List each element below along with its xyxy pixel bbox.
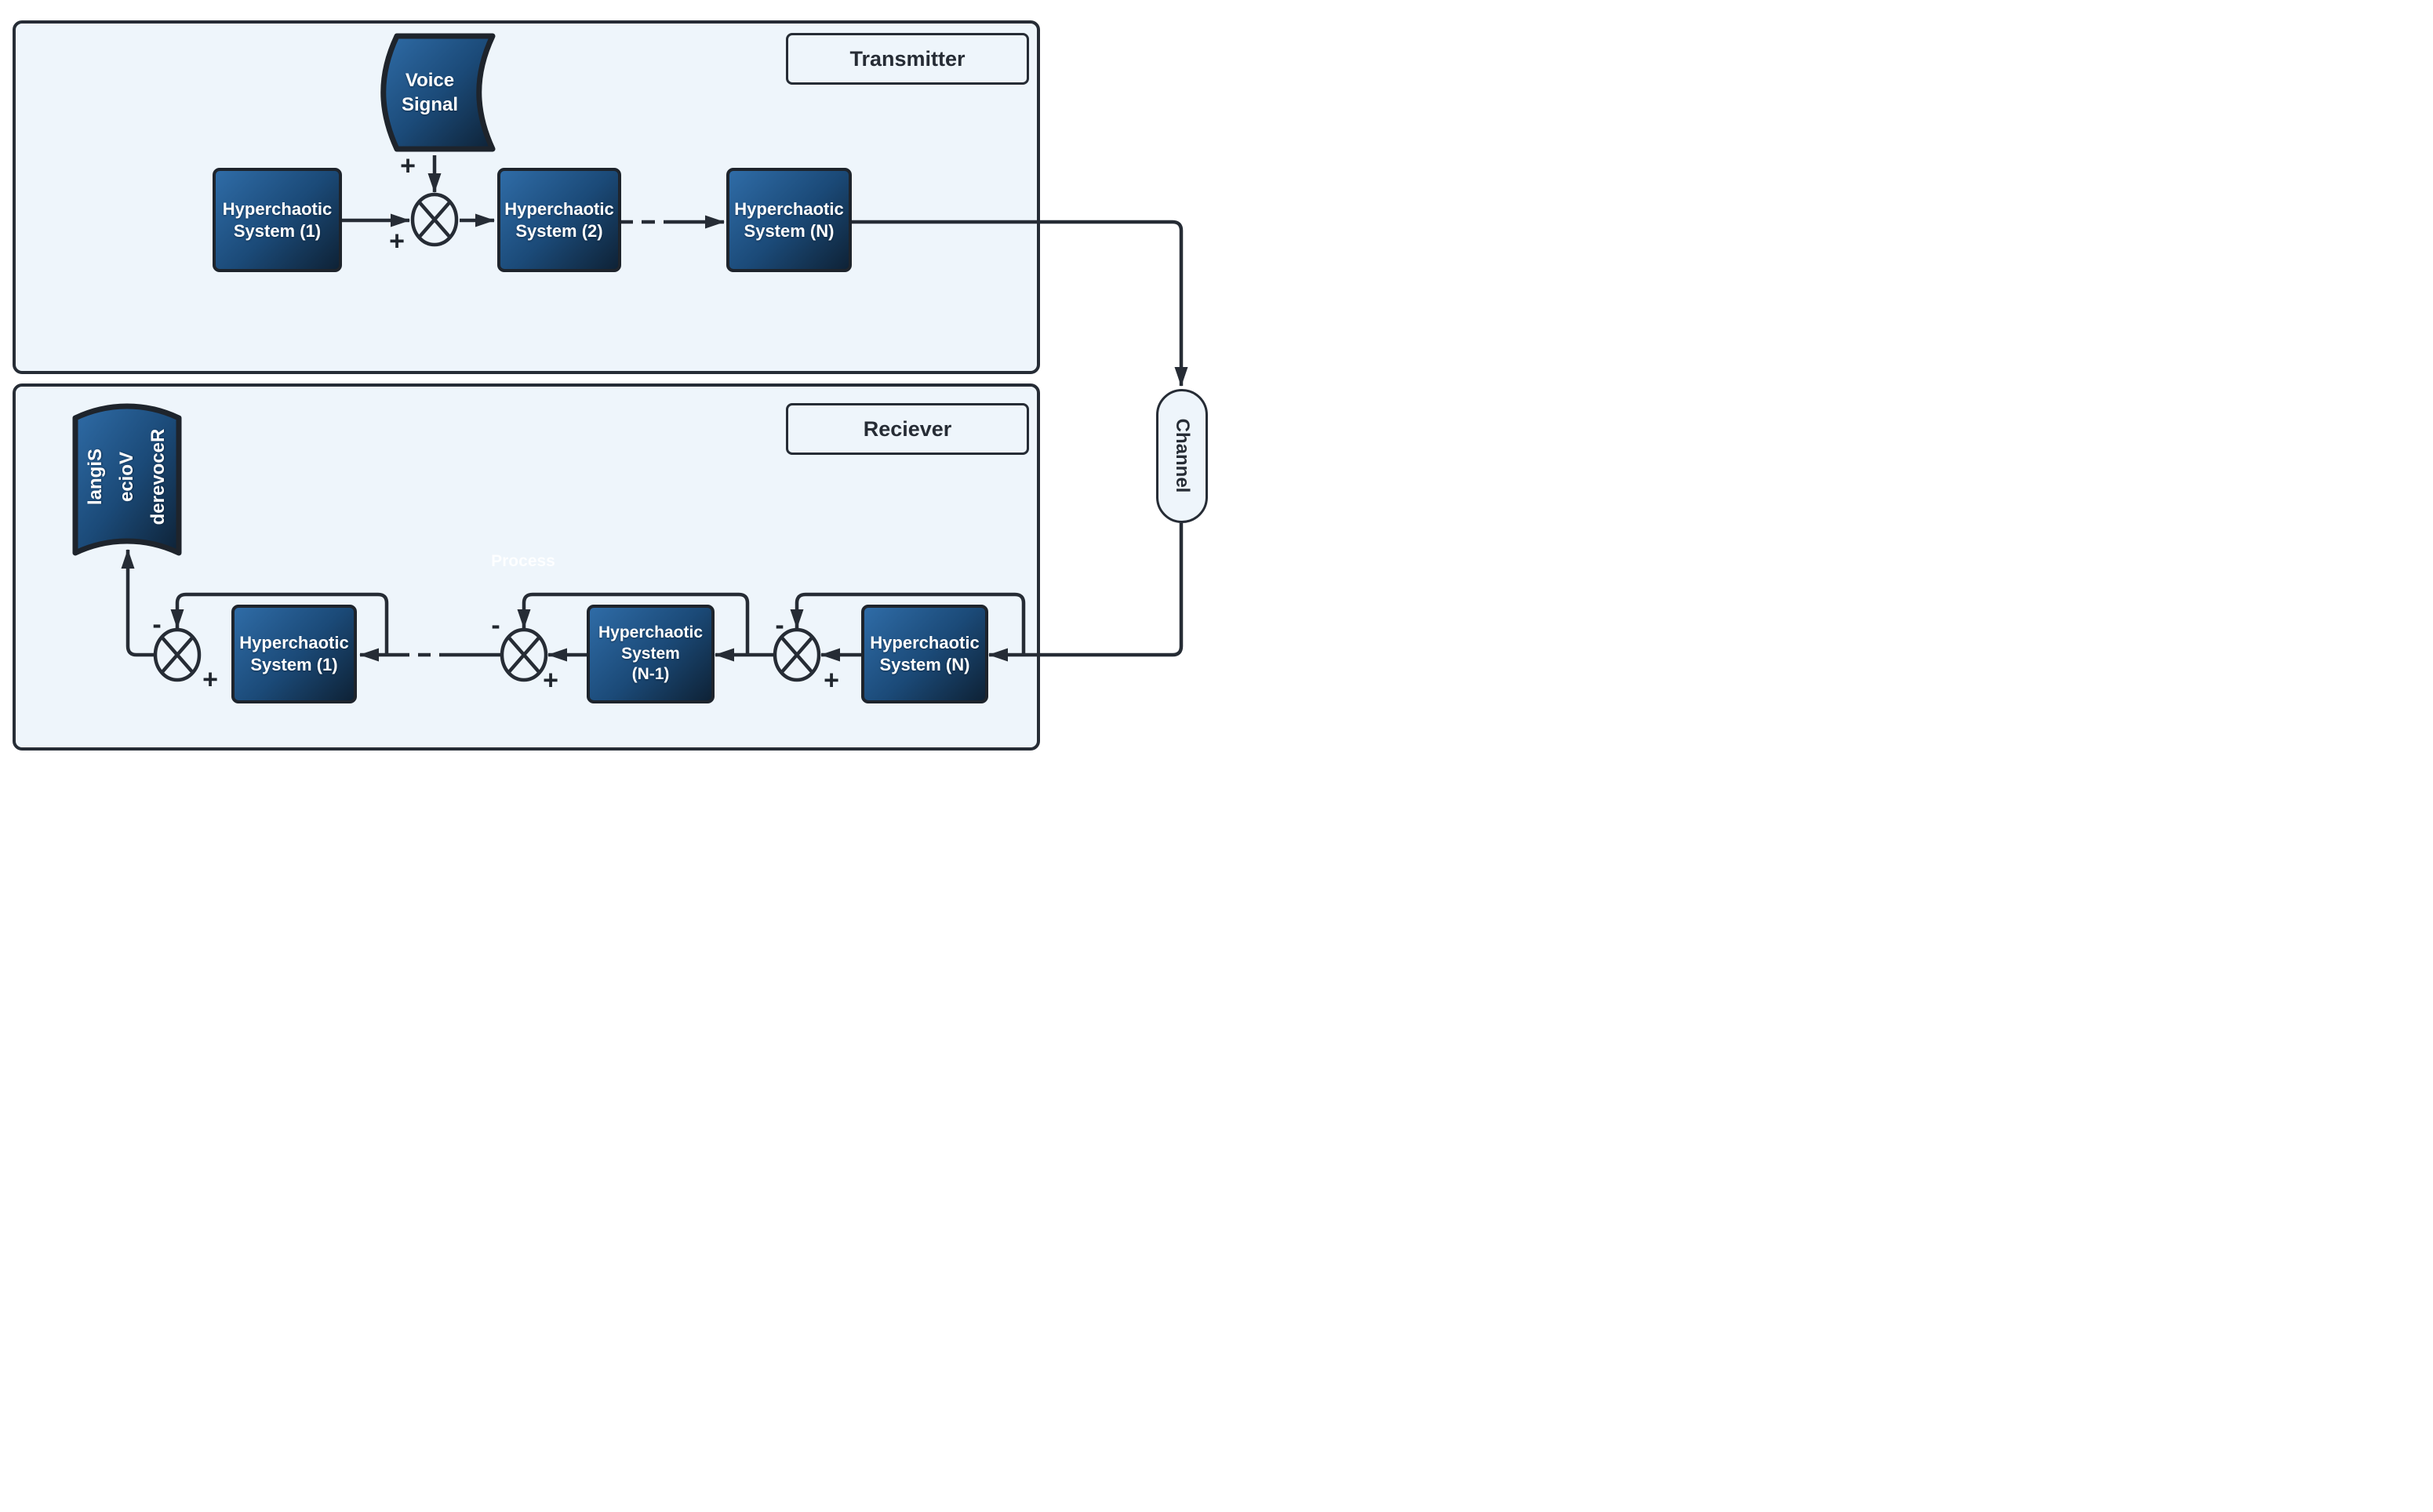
transmitter-title: Transmitter (786, 33, 1029, 85)
block-diagram: Transmitter Reciever Voice Signal Hyperc… (0, 0, 1216, 756)
sum-junction-receiver-left (153, 627, 202, 682)
minus-sign-middle-junction: - (491, 610, 500, 641)
node-label: Hyperchaotic System (N) (870, 633, 980, 674)
connector-sum-left-to-output (121, 549, 155, 657)
connector-bypass-n (790, 592, 1026, 655)
connector-bypass-1 (170, 592, 389, 655)
sum-junction-transmitter (410, 192, 459, 247)
connector-layer (121, 155, 1188, 682)
receiver-title-label: Reciever (863, 416, 952, 441)
minus-sign-right-junction: - (775, 610, 784, 641)
sum-junction-receiver-middle (500, 627, 548, 682)
connector-hsn-to-channel (852, 220, 1188, 387)
minus-sign-left-junction: - (152, 609, 162, 640)
recovered-signal-label: langiS ecioV derevoceR (85, 428, 169, 525)
node-label: Hyperchaotic System (N) (734, 198, 844, 241)
voice-signal-label: Voice Signal (401, 69, 458, 115)
node-receiver-hyperchaotic-n1: Hyperchaotic System (N-1) (587, 605, 715, 703)
node-transmitter-hyperchaotic-1: Hyperchaotic System (1) (213, 168, 342, 272)
plus-sign-voice-input: + (400, 151, 416, 181)
sum-junction-receiver-right (773, 627, 821, 682)
connector-bypass-n1 (517, 592, 750, 655)
channel-label: Channel (1172, 418, 1193, 493)
node-receiver-hyperchaotic-1: Hyperchaotic System (1) (231, 605, 357, 703)
channel-node (1156, 389, 1208, 523)
process-watermark: Process (491, 552, 555, 570)
plus-sign-middle-junction: + (543, 665, 558, 696)
node-receiver-hyperchaotic-n: Hyperchaotic System (N) (861, 605, 988, 703)
plus-sign-hs1-input: + (389, 226, 405, 256)
connector-channel-to-receiver (988, 523, 1184, 662)
node-transmitter-hyperchaotic-2: Hyperchaotic System (2) (497, 168, 621, 272)
node-transmitter-hyperchaotic-n: Hyperchaotic System (N) (726, 168, 852, 272)
node-label: Hyperchaotic System (1) (239, 633, 349, 674)
plus-sign-right-junction: + (824, 665, 839, 696)
receiver-title: Reciever (786, 403, 1029, 455)
voice-signal-shape (380, 33, 496, 152)
recovered-signal-shape (72, 403, 182, 556)
plus-sign-left-junction: + (202, 664, 218, 695)
node-label: Hyperchaotic System (N-1) (598, 623, 704, 684)
transmitter-title-label: Transmitter (849, 46, 966, 71)
node-label: Hyperchaotic System (1) (222, 198, 333, 241)
node-label: Hyperchaotic System (2) (504, 198, 614, 241)
